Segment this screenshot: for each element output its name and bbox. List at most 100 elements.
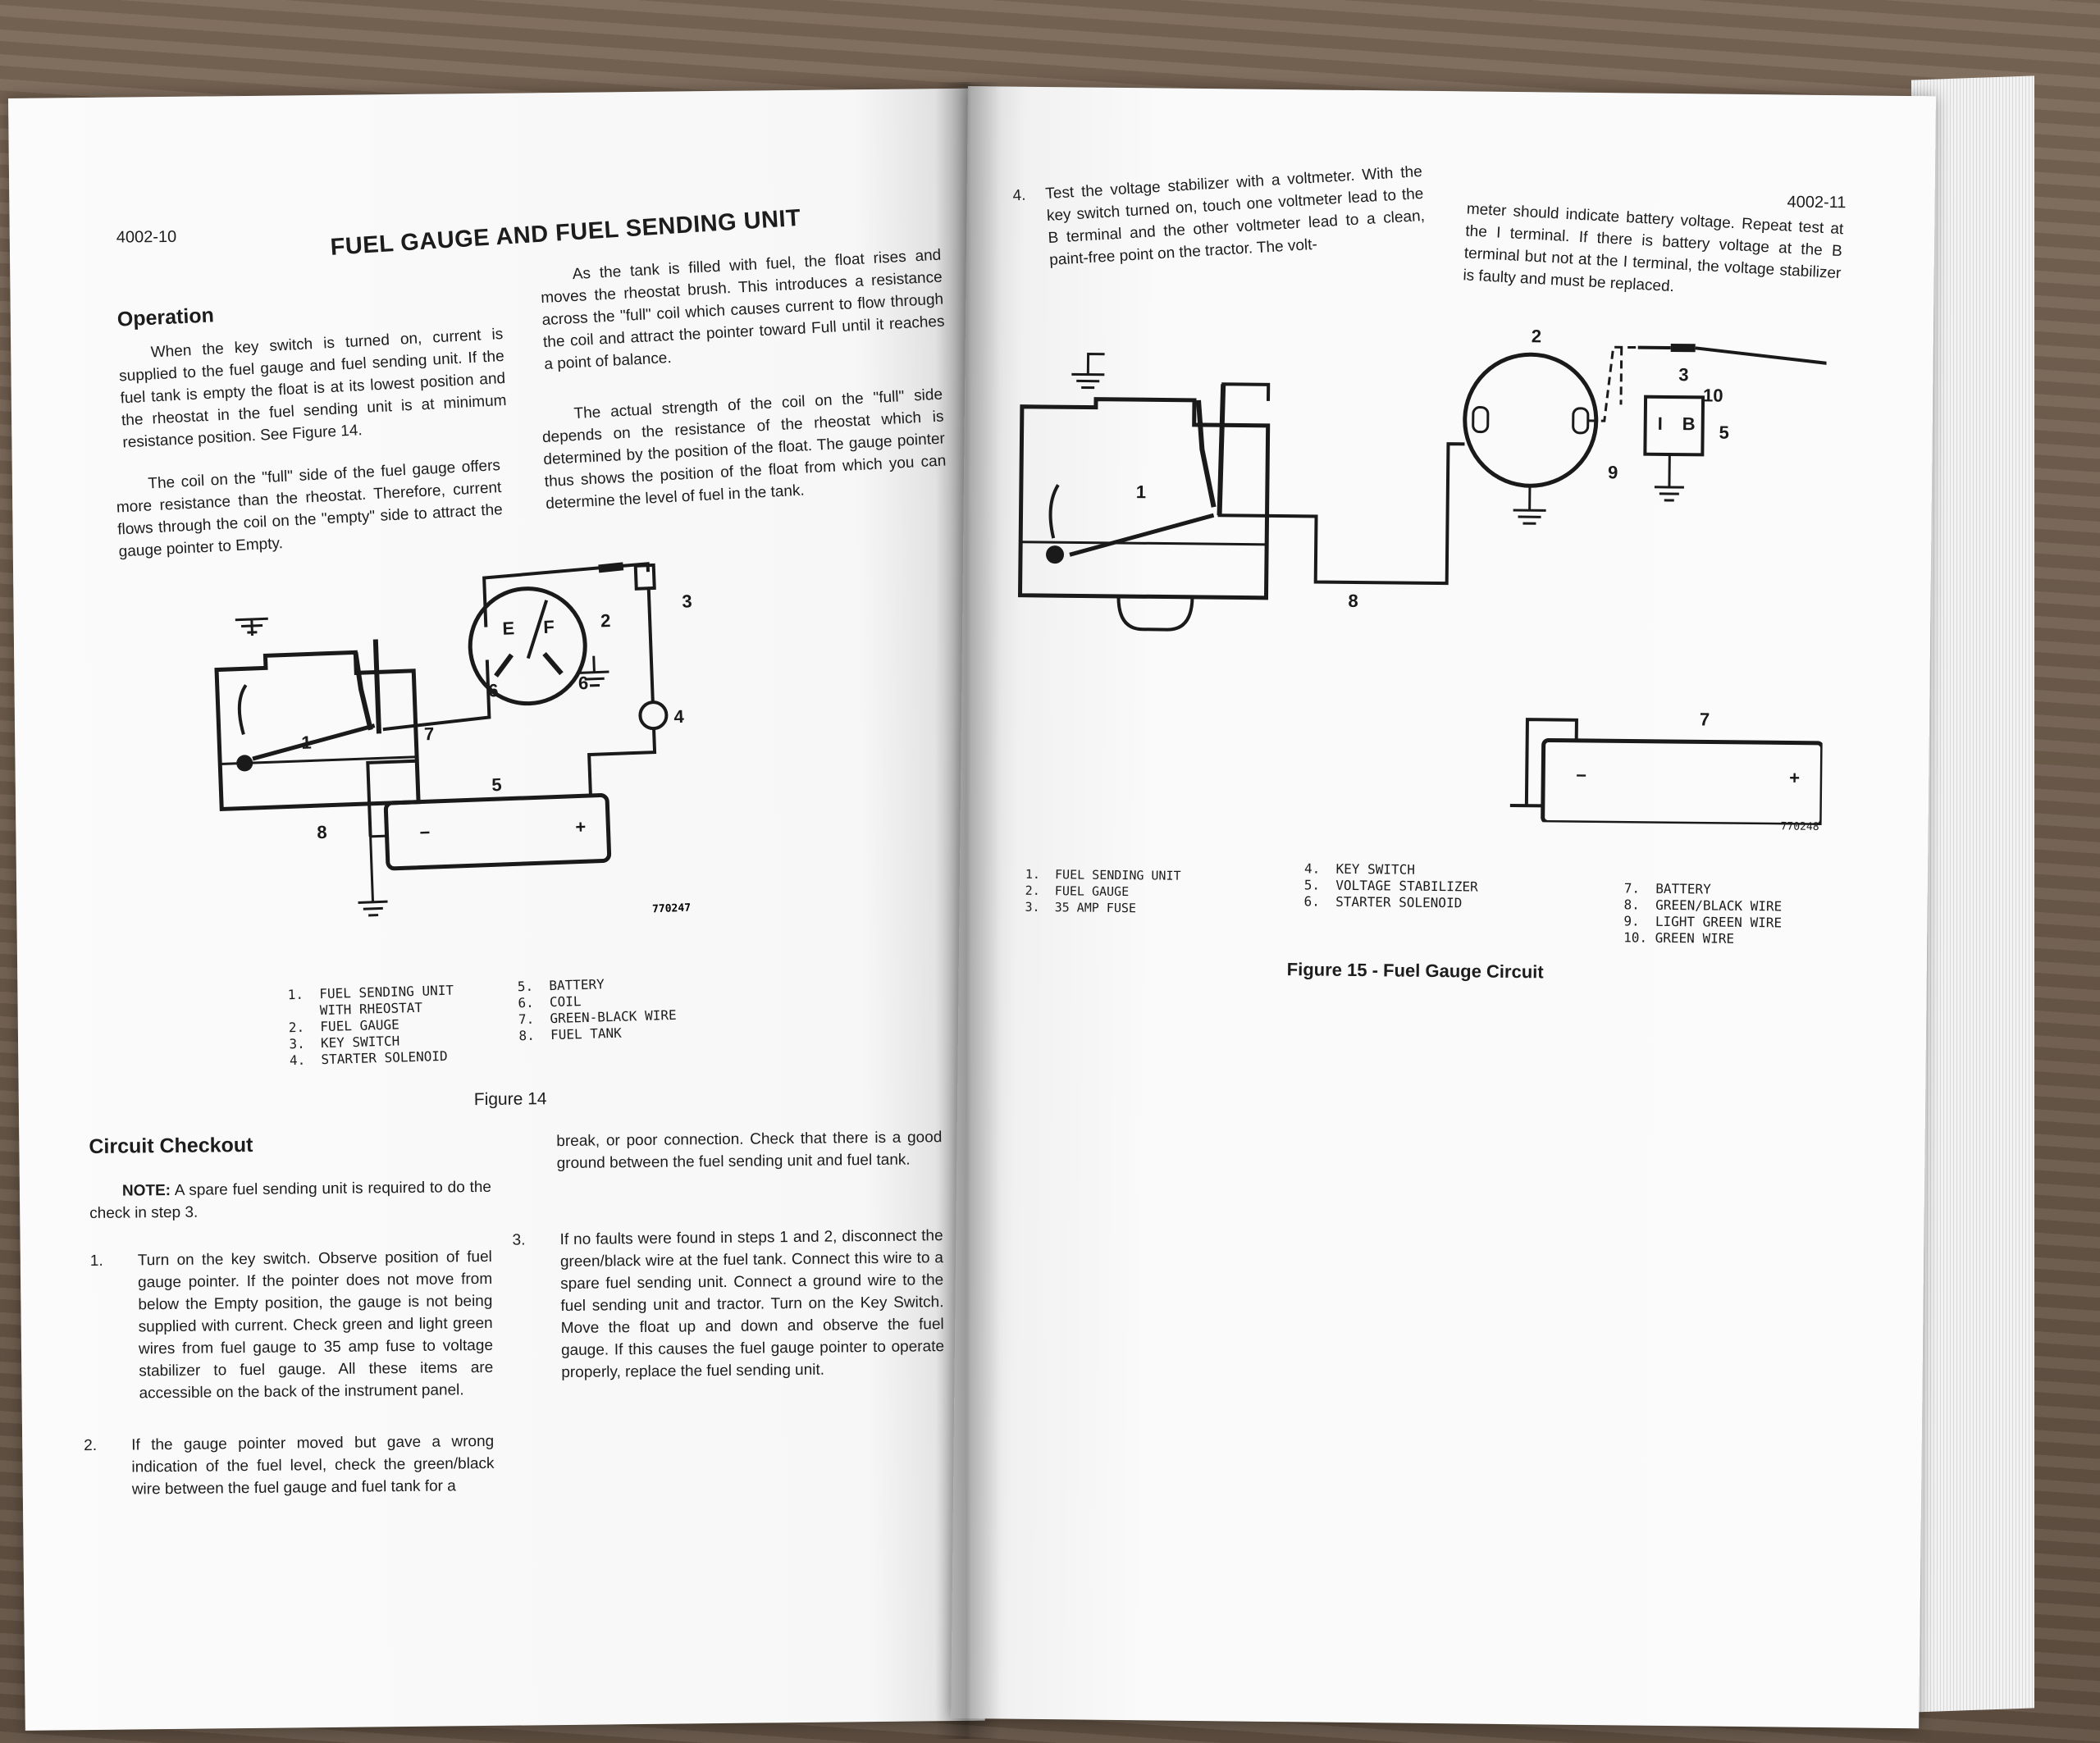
green-black-wire: [382, 659, 491, 732]
callout-5: 5: [1719, 422, 1729, 443]
float-arrow: [237, 684, 248, 735]
figure-15-legend-col3: 7. BATTERY 8. GREEN/BLACK WIRE 9. LIGHT …: [1623, 880, 1783, 947]
step-text: If the gauge pointer moved but gave a wr…: [131, 1432, 495, 1499]
callout-4: 4: [673, 706, 685, 727]
callout-6-left: 6: [488, 680, 499, 700]
float-arm: [1069, 513, 1215, 557]
operation-paragraph-4: The actual strength of the coil on the "…: [541, 386, 947, 513]
checkout-step-4: 4. Test the voltage stabilizer with a vo…: [1012, 161, 1428, 291]
gauge-label-full: F: [543, 616, 555, 637]
figure-15-legend-col1: 1. FUEL SENDING UNIT 2. FUEL GAUGE 3. 35…: [1025, 866, 1181, 916]
page-number: 4002-11: [1787, 193, 1847, 212]
page-title: FUEL GAUGE AND FUEL SENDING UNIT: [329, 204, 802, 261]
step-number: 2.: [84, 1436, 98, 1455]
battery: [383, 793, 612, 871]
tank-bottom-bump: [1116, 595, 1194, 632]
figure-15-legend-col2: 4. KEY SWITCH 5. VOLTAGE STABILIZER 6. S…: [1303, 860, 1478, 911]
switch-to-solenoid-wire: [646, 588, 655, 704]
light-green-wire: [1587, 345, 1638, 422]
step-number: 4.: [1011, 186, 1026, 205]
battery: [1541, 737, 1825, 825]
battery-neg-label: −: [1576, 765, 1586, 786]
callout-7: 7: [1700, 709, 1710, 729]
figure-code: 770248: [1780, 820, 1819, 833]
fuse-to-switch-wire: [1637, 345, 1828, 368]
operation-paragraph-3: As the tank is filled with fuel, the flo…: [540, 246, 945, 374]
battery-pos-label: +: [1789, 768, 1800, 788]
book-gutter-shadow: [935, 82, 1001, 1739]
stabilizer-terminal-b: B: [1682, 413, 1696, 434]
battery-neg-wire: [366, 759, 421, 837]
starter-solenoid: [1823, 661, 1828, 695]
gauge-coil-right: [542, 651, 564, 676]
battery-pos-label: +: [575, 816, 587, 837]
step-text: Turn on the key switch. Observe position…: [137, 1248, 494, 1403]
fuel-tank: [1017, 397, 1271, 600]
left-page: 4002-10 FUEL GAUGE AND FUEL SENDING UNIT…: [8, 88, 985, 1731]
step-number: 3.: [512, 1231, 526, 1249]
tank-ground: [1071, 353, 1105, 390]
battery-ground: [358, 834, 388, 917]
fuel-sending-unit: [1196, 384, 1226, 516]
step-text: Test the voltage stabilizer with a voltm…: [1044, 162, 1426, 270]
float: [236, 755, 253, 772]
green-black-wire: [1217, 382, 1465, 586]
key-switch: [633, 563, 656, 591]
starter-solenoid: [638, 700, 669, 731]
figure-14-legend-left: 1. FUEL SENDING UNIT WITH RHEOSTAT 2. FU…: [287, 982, 454, 1069]
callout-10: 10: [1703, 385, 1723, 405]
note-label: NOTE:: [121, 1181, 171, 1200]
stabilizer-ground: [1654, 454, 1684, 502]
step-4-continuation: meter should indicate battery voltage. R…: [1462, 200, 1844, 296]
figure-14-diagram: E F 1 2 3 4 5 6 6 7 8 − + 770247: [214, 562, 692, 917]
fuel-gauge: [1463, 352, 1599, 488]
gauge-terminal-left: [1472, 406, 1490, 434]
step-number: 1.: [89, 1252, 103, 1271]
step-text: If no faults were found in steps 1 and 2…: [559, 1227, 945, 1382]
circuit-checkout-heading: Circuit Checkout: [89, 1133, 253, 1159]
figure-15-diagram: I B 1 2 3 4 5 6 7 8 9 10 − +: [1017, 326, 1828, 825]
figure-14-legend-right: 5. BATTERY 6. COIL 7. GREEN-BLACK WIRE 8…: [517, 976, 677, 1044]
circuit-checkout-note: NOTE: A spare fuel sending unit is requi…: [89, 1176, 492, 1225]
callout-6-right: 6: [578, 673, 588, 693]
figure-code: 770247: [652, 902, 691, 916]
battery-neg-wire: [1509, 718, 1578, 808]
gauge-label-empty: E: [502, 618, 515, 639]
step-2-continuation: break, or poor connection. Check that th…: [556, 1129, 943, 1173]
float: [1046, 545, 1065, 564]
stabilizer-terminal-i: I: [1658, 413, 1663, 434]
gauge-terminal-right: [1572, 407, 1590, 435]
gauge-ground: [579, 655, 609, 687]
gauge-coil-left: [494, 653, 514, 678]
operation-heading: Operation: [116, 303, 215, 331]
callout-3: 3: [682, 591, 692, 611]
callout-1: 1: [301, 732, 312, 752]
right-page: 4002-11 4. Test the voltage stabilizer w…: [951, 86, 1936, 1729]
callout-8: 8: [317, 822, 327, 842]
callout-2: 2: [1532, 326, 1542, 346]
fuel-gauge: [468, 586, 587, 706]
callout-1: 1: [1136, 481, 1147, 502]
checkout-step-2: 2. If the gauge pointer moved but gave a…: [84, 1430, 495, 1525]
float-arrow: [1048, 484, 1060, 539]
voltage-stabilizer: [1643, 395, 1705, 457]
fuse: [598, 562, 624, 573]
solenoid-to-battery-wire: [587, 729, 657, 796]
float-arm: [252, 723, 376, 761]
tank-ground: [235, 617, 268, 637]
green-wire: [1619, 347, 1623, 405]
page-number: 4002-10: [116, 227, 177, 247]
checkout-step-3: 3. If no faults were found in steps 1 an…: [512, 1225, 945, 1426]
figure-15-caption: Figure 15 - Fuel Gauge Circuit: [1286, 959, 1544, 983]
fuel-level: [1020, 541, 1267, 546]
battery-neg-label: −: [419, 822, 431, 842]
gauge-to-switch-wire: [482, 562, 651, 627]
gauge-pointer: [526, 600, 549, 659]
gauge-ground: [1513, 486, 1546, 525]
operation-paragraph-2: The coil on the "full" side of the fuel …: [116, 457, 504, 561]
callout-2: 2: [600, 610, 611, 631]
checkout-step-1: 1. Turn on the key switch. Observe posit…: [90, 1246, 494, 1406]
callout-9: 9: [1608, 462, 1618, 482]
callout-7: 7: [424, 723, 435, 744]
fuel-sending-unit: [353, 639, 382, 734]
